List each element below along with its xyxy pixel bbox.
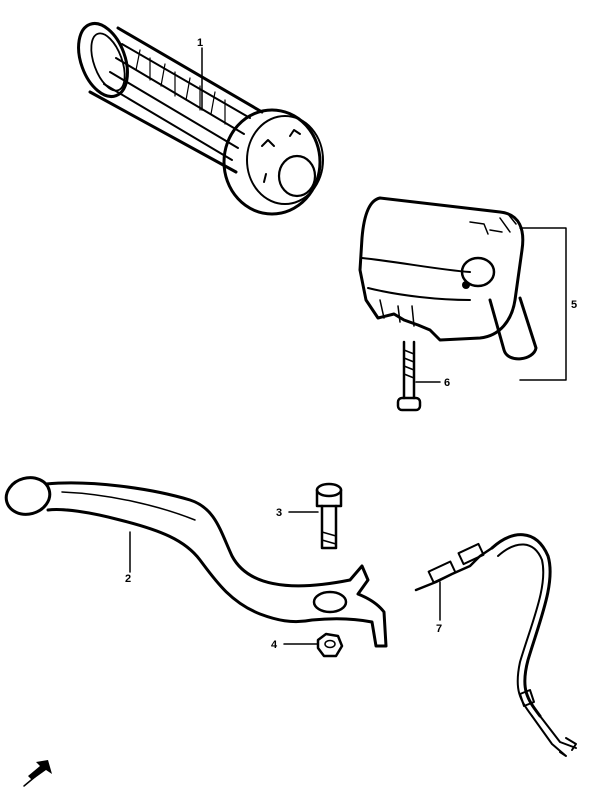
lever-bolt bbox=[315, 482, 343, 550]
lever-nut bbox=[316, 632, 344, 658]
callout-4: 4 bbox=[271, 639, 278, 651]
callout-1: 1 bbox=[197, 37, 203, 49]
callout-3: 3 bbox=[276, 507, 282, 519]
front-arrow-icon bbox=[23, 760, 52, 787]
leader-lines bbox=[129, 47, 567, 645]
stop-switch-wire bbox=[414, 533, 577, 757]
callout-7: 7 bbox=[436, 623, 442, 635]
switch-screw bbox=[396, 340, 422, 412]
callout-labels: 1 2 3 4 5 6 7 bbox=[125, 37, 577, 651]
callout-2: 2 bbox=[125, 573, 131, 585]
brake-lever bbox=[4, 476, 388, 648]
callout-6: 6 bbox=[444, 377, 450, 389]
callout-5: 5 bbox=[571, 299, 577, 311]
handlebar-grip bbox=[77, 22, 324, 216]
handlebar-switch bbox=[358, 196, 538, 361]
